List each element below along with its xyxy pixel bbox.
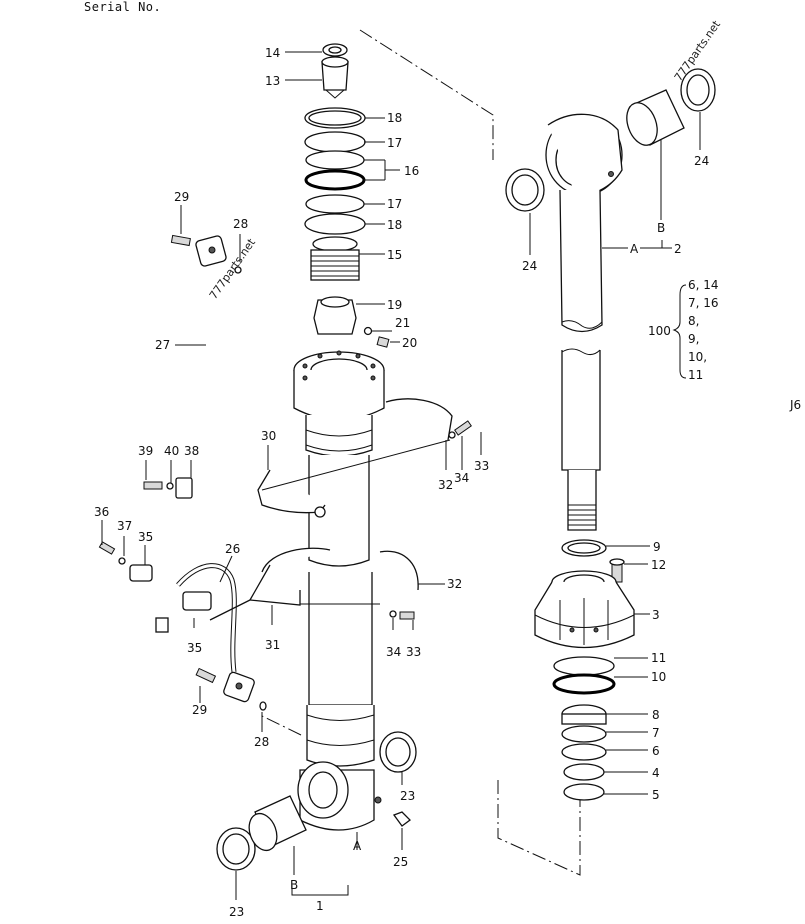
callout-B: B: [290, 878, 298, 892]
callout-14: 14: [265, 46, 280, 60]
leader-lines: [101, 51, 701, 900]
callout-23: 23: [400, 789, 415, 803]
callout-13: 13: [265, 74, 280, 88]
callout-1: 1: [316, 899, 324, 913]
callout-36: 36: [94, 505, 109, 519]
callout-24: 24: [694, 154, 709, 168]
hydraulic-pipes: [155, 234, 267, 711]
callout-37: 37: [117, 519, 132, 533]
callout-B: B: [657, 221, 665, 235]
callout-34: 34: [454, 471, 469, 485]
callout-28: 28: [254, 735, 269, 749]
callout-32: 32: [438, 478, 453, 492]
callout-7: 7: [652, 726, 660, 740]
callout-40: 40: [164, 444, 179, 458]
callout-38: 38: [184, 444, 199, 458]
callout-26: 26: [225, 542, 240, 556]
callout-9: 9: [653, 540, 661, 554]
callout-28: 28: [233, 217, 248, 231]
callout-12: 12: [651, 558, 666, 572]
callout-5: 5: [652, 788, 660, 802]
callout-20: 20: [402, 336, 417, 350]
callout-6: 6: [652, 744, 660, 758]
callout-29: 29: [192, 703, 207, 717]
callout-39: 39: [138, 444, 153, 458]
callout-27: 27: [155, 338, 170, 352]
kit-line: 8,: [688, 314, 699, 328]
callout-2: 2: [674, 242, 682, 256]
kit-line: 11: [688, 368, 703, 382]
cylinder-tube: [293, 350, 385, 831]
callout-4: 4: [652, 766, 660, 780]
callout-17: 17: [387, 197, 402, 211]
callout-11: 11: [651, 651, 666, 665]
callout-18: 18: [387, 111, 402, 125]
gland-parts-stack: [304, 43, 390, 348]
kit-brace: [672, 284, 687, 379]
kit-line: 7, 16: [688, 296, 719, 310]
edge-mark: J6: [789, 398, 801, 412]
callout-15: 15: [387, 248, 402, 262]
callout-A: A: [353, 839, 362, 853]
callout-35: 35: [138, 530, 153, 544]
callout-32: 32: [447, 577, 462, 591]
callout-33: 33: [406, 645, 421, 659]
callout-10: 10: [651, 670, 666, 684]
callout-35: 35: [187, 641, 202, 655]
kit-number: 100: [648, 324, 671, 338]
callout-31: 31: [265, 638, 280, 652]
callout-33: 33: [474, 459, 489, 473]
callout-A: A: [630, 242, 639, 256]
piston-parts-stack: [534, 539, 635, 801]
callout-23: 23: [229, 905, 244, 919]
piston-rod: [505, 68, 716, 531]
callout-21: 21: [395, 316, 410, 330]
kit-list: 100 6, 14 7, 16 8, 9, 10, 11: [648, 278, 719, 382]
callout-labels: 14 13 18 17 16 17 18 15 19 21 20 29 28 2…: [94, 46, 709, 919]
kit-line: 6, 14: [688, 278, 719, 292]
callout-25: 25: [393, 855, 408, 869]
callout-17: 17: [387, 136, 402, 150]
serial-number-label: Serial No.: [84, 0, 162, 14]
pipe-clamps: [98, 398, 472, 871]
assembly-outline: [259, 29, 581, 876]
callout-8: 8: [652, 708, 660, 722]
callout-16: 16: [404, 164, 419, 178]
callout-34: 34: [386, 645, 401, 659]
kit-line: 9,: [688, 332, 699, 346]
callout-29: 29: [174, 190, 189, 204]
kit-line: 10,: [688, 350, 707, 364]
callout-19: 19: [387, 298, 402, 312]
callout-24: 24: [522, 259, 537, 273]
callout-18: 18: [387, 218, 402, 232]
callout-3: 3: [652, 608, 660, 622]
callout-30: 30: [261, 429, 276, 443]
